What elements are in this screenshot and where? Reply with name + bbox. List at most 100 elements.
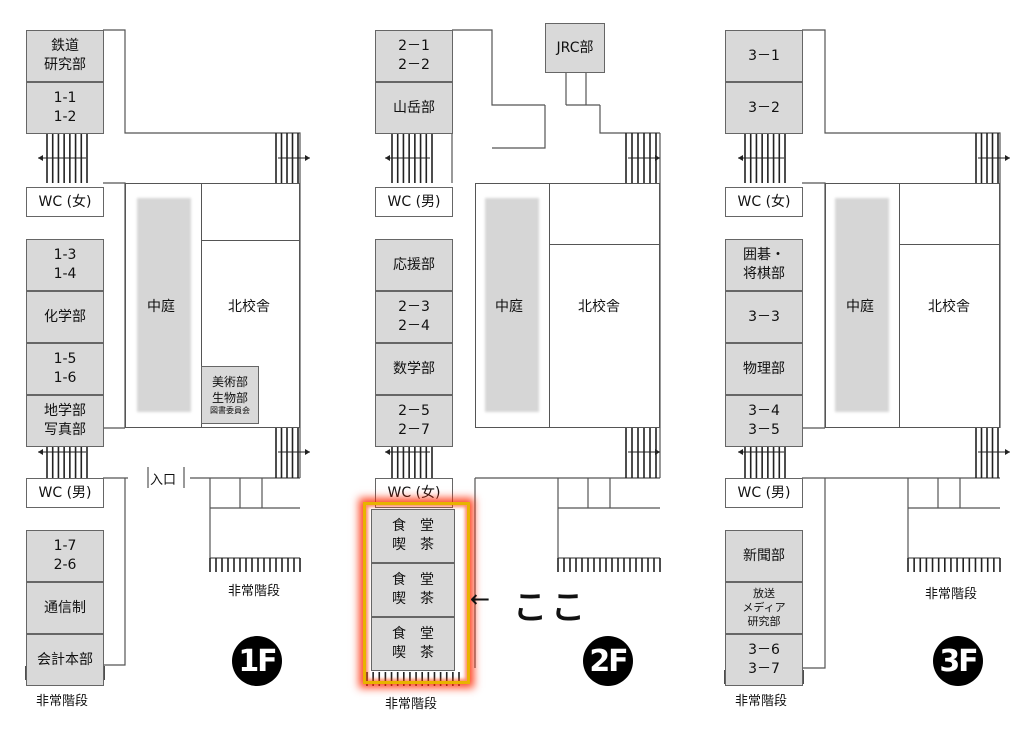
emergency-stairs-label-1f-bottom: 非常階段 (36, 694, 89, 709)
room-jrc: JRC部 (545, 23, 605, 73)
room: 数学部 (375, 343, 453, 395)
courtyard-2f (485, 198, 539, 412)
room-line: 2－5 (398, 403, 430, 419)
room: 鉄道研究部 (26, 30, 104, 82)
floor-badge-3f: 3F (933, 636, 983, 686)
room-line: 1-6 (53, 370, 77, 386)
room-cafeteria: 食 堂喫 茶 (371, 509, 455, 563)
room-line: 食 堂 (392, 572, 434, 588)
room-line: 2－4 (398, 318, 430, 334)
room-line: メディア (742, 601, 786, 614)
callout-here: ここ (513, 588, 589, 628)
room-line: 喫 茶 (392, 537, 434, 553)
room-line: WC (女) (387, 484, 441, 501)
room: 応援部 (375, 239, 453, 291)
north-building-label-3f: 北校舎 (928, 299, 970, 315)
room-line: 2－3 (398, 299, 430, 315)
room: 山岳部 (375, 82, 453, 134)
courtyard-3f (835, 198, 889, 412)
room-line: 2－1 (398, 38, 430, 54)
room-line: 写真部 (44, 422, 86, 438)
courtyard-label-3f: 中庭 (846, 299, 874, 315)
room-line: 喫 茶 (392, 591, 434, 607)
room-line: 通信制 (44, 599, 86, 616)
room-line: WC (女) (38, 193, 92, 210)
room: WC (男) (26, 478, 104, 508)
north-building-corridor-3f (899, 183, 1000, 245)
room-line: 3－2 (748, 99, 780, 116)
room: 通信制 (26, 582, 104, 634)
room-line: 2－7 (398, 422, 430, 438)
club-room-line: 生物部 (211, 391, 248, 405)
room: 物理部 (725, 343, 803, 395)
stair-arrow-head (655, 449, 660, 455)
north-building-label-1f: 北校舎 (228, 299, 270, 315)
entrance-label: 入口 (150, 473, 177, 488)
room-line: 1-7 (53, 538, 77, 554)
room: WC (女) (725, 187, 803, 217)
room: 3－2 (725, 82, 803, 134)
room: 地学部写真部 (26, 395, 104, 447)
room-line: 物理部 (743, 360, 785, 377)
room-line: 応援部 (393, 256, 435, 273)
room-line: 1-5 (53, 351, 77, 367)
room-line: 山岳部 (393, 99, 435, 116)
room-line: 食 堂 (392, 518, 434, 534)
room-cafeteria: 食 堂喫 茶 (371, 617, 455, 671)
room-line: 3－5 (748, 422, 780, 438)
club-room-art-biology: 美術部 生物部 図書委員会 (201, 366, 259, 424)
floor-badge-1f: 1F (232, 636, 282, 686)
divider (899, 245, 900, 428)
emergency-stairs-label-2f-bottom: 非常階段 (385, 697, 438, 712)
room-line: 1-4 (53, 266, 77, 282)
room-line: WC (男) (38, 484, 92, 501)
room-line: 2－2 (398, 57, 430, 73)
north-building-corridor-2f (549, 183, 660, 245)
highlight-cafeteria (363, 502, 470, 684)
room-line: 研究部 (44, 57, 86, 73)
divider (549, 245, 550, 428)
room-line: 鉄道 (51, 38, 79, 54)
room-line: 1-2 (53, 109, 77, 125)
room-line: 新聞部 (743, 547, 785, 564)
room: 新聞部 (725, 530, 803, 582)
room-cafeteria: 食 堂喫 茶 (371, 563, 455, 617)
room: 放送メディア研究部 (725, 582, 803, 634)
room-line: 3－1 (748, 47, 780, 64)
room-line: WC (男) (387, 193, 441, 210)
room-line: WC (男) (737, 484, 791, 501)
room-line: JRC部 (556, 39, 594, 56)
emergency-stairs-label-1f-right: 非常階段 (228, 584, 281, 599)
room-line: 1-3 (53, 247, 77, 263)
courtyard-label-1f: 中庭 (147, 299, 175, 315)
room-line: 3－3 (748, 308, 780, 325)
room: 3－3 (725, 291, 803, 343)
room-line: 数学部 (393, 360, 435, 377)
divider (201, 241, 202, 428)
room-line: 地学部 (44, 403, 86, 419)
cafe-column: 食 堂喫 茶食 堂喫 茶食 堂喫 茶 (371, 509, 455, 671)
club-room-line: 図書委員会 (210, 406, 250, 415)
courtyard-1f (137, 198, 191, 412)
room: 会計本部 (26, 634, 104, 686)
room-line: 放送 (753, 587, 775, 600)
room-line: 研究部 (747, 615, 781, 628)
stair-arrow-head (655, 155, 660, 161)
room-line: 化学部 (44, 308, 86, 325)
room-line: 3－4 (748, 403, 780, 419)
room-line: 食 堂 (392, 626, 434, 642)
room-line: 会計本部 (37, 651, 93, 668)
room-line: 囲碁・ (743, 247, 785, 263)
stair-arrow-head (1005, 449, 1010, 455)
room: 3－1 (725, 30, 803, 82)
club-room-line: 美術部 (211, 375, 248, 389)
